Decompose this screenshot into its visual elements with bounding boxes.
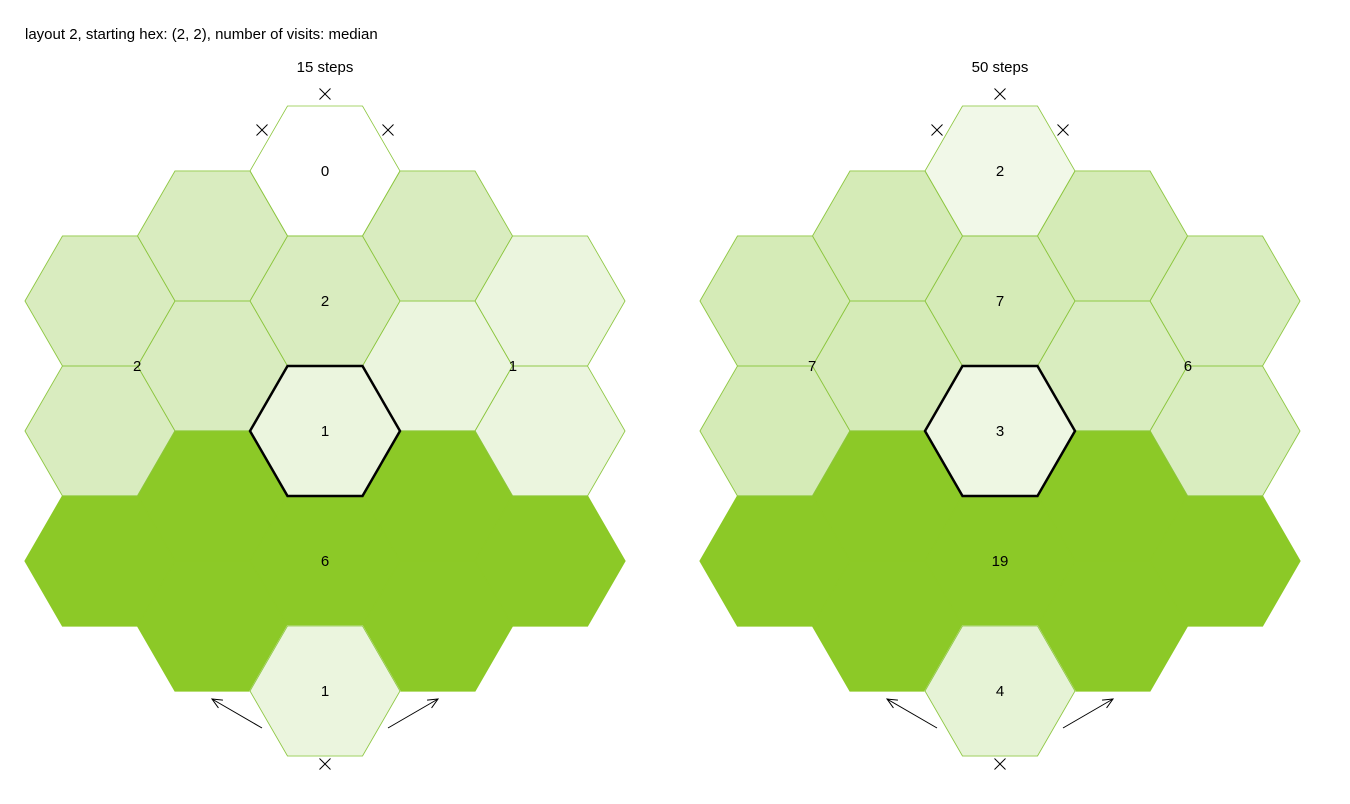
visit-count-big: 6	[321, 553, 329, 570]
panel-title: 50 steps	[972, 59, 1029, 76]
blocked-exit-top-left-icon	[931, 124, 943, 136]
visit-count-center-top: 2	[321, 293, 329, 310]
blocked-exit-top-icon	[994, 88, 1006, 100]
visit-count-right: 6	[1184, 358, 1192, 375]
visit-count-center-top: 7	[996, 293, 1004, 310]
panel-2: 50 steps 2 7 7 6 3 19 4	[699, 59, 1301, 770]
visit-count-bottom: 1	[321, 683, 329, 700]
visit-count-top: 0	[321, 163, 329, 180]
exit-arrow-right-icon	[1062, 698, 1115, 729]
starting-hex-outline	[248, 364, 402, 498]
hex-outline-bottom	[249, 625, 401, 757]
page-title: layout 2, starting hex: (2, 2), number o…	[25, 26, 378, 43]
hex-outline-right	[1149, 365, 1301, 497]
exit-arrow-right-icon	[387, 698, 440, 729]
visit-count-bottom: 4	[996, 683, 1004, 700]
visit-count-right: 1	[509, 358, 517, 375]
blocked-exit-bottom-icon	[994, 758, 1006, 770]
starting-hex-outline	[923, 364, 1077, 498]
hex-outline-bottom	[924, 625, 1076, 757]
visit-count-left: 2	[133, 358, 141, 375]
hex-outline-left	[24, 365, 176, 497]
exit-arrow-left-icon	[885, 698, 938, 729]
blocked-exit-top-left-icon	[256, 124, 268, 136]
visit-count-left: 7	[808, 358, 816, 375]
hex-outline-right	[474, 365, 626, 497]
blocked-exit-top-right-icon	[1057, 124, 1069, 136]
blocked-exit-top-right-icon	[382, 124, 394, 136]
blocked-exit-top-icon	[319, 88, 331, 100]
hex-cells	[699, 105, 1301, 757]
visit-count-start: 1	[321, 423, 329, 440]
visit-count-top: 2	[996, 163, 1004, 180]
exit-arrow-left-icon	[210, 698, 263, 729]
visit-count-start: 3	[996, 423, 1004, 440]
hex-cells	[24, 105, 626, 757]
hex-outline-left	[699, 365, 851, 497]
panel-title: 15 steps	[297, 59, 354, 76]
blocked-exit-bottom-icon	[319, 758, 331, 770]
visit-count-big: 19	[992, 553, 1009, 570]
